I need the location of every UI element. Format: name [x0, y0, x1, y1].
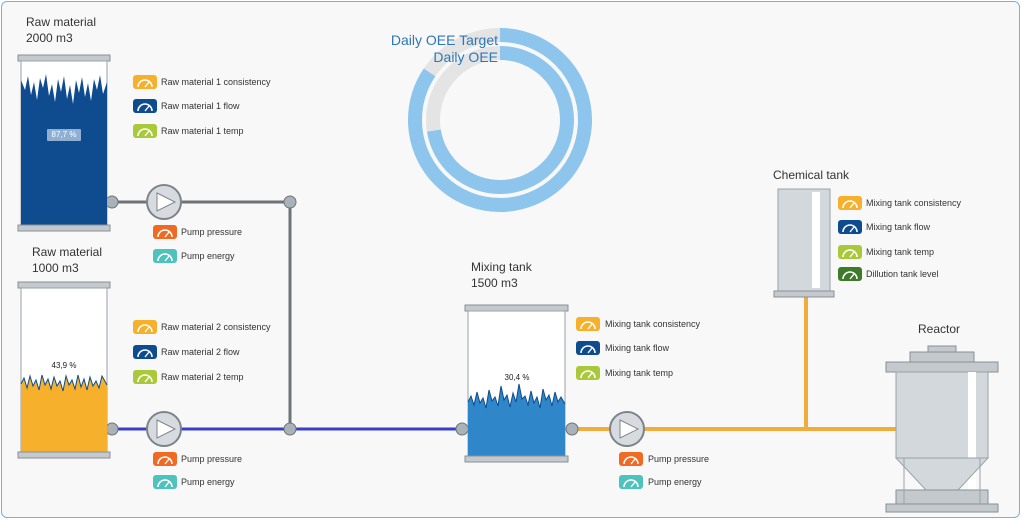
reactor-foot — [885, 503, 999, 513]
pressure-gauge-icon[interactable] — [619, 452, 643, 466]
consistency-gauge-icon[interactable] — [133, 75, 157, 89]
oee-target-label: Daily OEE Target — [390, 32, 498, 48]
raw1-flow-label: Raw material 1 flow — [161, 101, 240, 111]
raw1-volume: 2000 m3 — [26, 31, 73, 45]
chemical-tank[interactable] — [773, 188, 835, 298]
pipe-joints — [105, 195, 579, 436]
tank-liquid-edge — [20, 374, 108, 392]
pump-1[interactable] — [146, 184, 182, 220]
pressure-gauge-icon[interactable] — [153, 225, 177, 239]
consistency-gauge-icon[interactable] — [133, 320, 157, 334]
pump3-energy-label: Pump energy — [648, 477, 702, 487]
oee-ring-empty — [426, 46, 574, 194]
joint — [105, 195, 119, 209]
chemical-tank-base — [773, 290, 835, 298]
mixing-flow-label: Mixing tank flow — [605, 343, 670, 353]
raw-material-1-tank[interactable] — [17, 54, 111, 232]
tank-cap-top — [17, 281, 111, 289]
tank-liquid — [468, 384, 565, 456]
raw1-level-value: 87,7 % — [47, 129, 81, 141]
oee-label: Daily OEE — [433, 49, 498, 65]
pump-arrow-icon — [619, 419, 640, 439]
flow-gauge-icon[interactable] — [133, 99, 157, 113]
mixing-title: Mixing tank — [471, 260, 532, 274]
reactor[interactable] — [885, 345, 999, 513]
raw2-flow-label: Raw material 2 flow — [161, 347, 240, 357]
chemical-title: Chemical tank — [773, 168, 850, 182]
reactor-base — [895, 489, 989, 505]
temp-gauge-icon[interactable] — [576, 366, 600, 380]
raw2-consistency-label: Raw material 2 consistency — [161, 322, 271, 332]
oee-donut[interactable] — [408, 28, 592, 212]
chemical-tank-body — [777, 188, 831, 292]
tank-liquid-edge — [467, 383, 566, 409]
energy-gauge-icon[interactable] — [619, 475, 643, 489]
tank-cap-bottom — [464, 455, 569, 463]
chemical-tank-highlight — [812, 192, 820, 288]
chemical-consistency-label: Mixing tank consistency — [866, 198, 962, 208]
pump-arrow-icon — [156, 419, 177, 439]
tank-cap-bottom — [17, 451, 111, 459]
pump1-energy-label: Pump energy — [181, 251, 235, 261]
tank-liquid — [21, 74, 107, 225]
consistency-gauge-icon[interactable] — [576, 317, 600, 331]
pump-3[interactable] — [609, 411, 645, 447]
chemical-temp-label: Mixing tank temp — [866, 247, 935, 257]
mixing-level-value: 30,4 % — [504, 373, 530, 382]
raw2-title: Raw material — [32, 245, 103, 259]
joint — [283, 195, 297, 209]
temp-gauge-icon[interactable] — [838, 245, 862, 259]
mixing-volume: 1500 m3 — [471, 276, 518, 290]
pump-arrow-icon — [156, 192, 177, 212]
tank-cap-top — [464, 304, 569, 312]
consistency-gauge-icon[interactable] — [838, 196, 862, 210]
raw2-temp-label: Raw material 2 temp — [161, 372, 244, 382]
mixing-tank[interactable] — [464, 304, 569, 463]
energy-gauge-icon[interactable] — [153, 249, 177, 263]
joint — [283, 422, 297, 436]
pump-2[interactable] — [146, 411, 182, 447]
pump3-pressure-label: Pump pressure — [648, 454, 710, 464]
flow-gauge-icon[interactable] — [133, 345, 157, 359]
pressure-gauge-icon[interactable] — [153, 452, 177, 466]
reactor-highlight — [968, 372, 976, 502]
raw1-temp-label: Raw material 1 temp — [161, 126, 244, 136]
joint — [565, 422, 579, 436]
level-gauge-icon[interactable] — [838, 267, 862, 281]
raw1-title: Raw material — [26, 15, 97, 29]
pump2-pressure-label: Pump pressure — [181, 454, 243, 464]
joint — [105, 422, 119, 436]
flow-gauge-icon[interactable] — [576, 341, 600, 355]
reactor-title: Reactor — [918, 322, 961, 336]
temp-gauge-icon[interactable] — [133, 370, 157, 384]
chemical-flow-label: Mixing tank flow — [866, 222, 931, 232]
reactor-top-cap — [927, 345, 957, 353]
flow-gauge-icon[interactable] — [838, 220, 862, 234]
raw-material-2-tank[interactable] — [17, 281, 111, 459]
mixing-consistency-label: Mixing tank consistency — [605, 319, 701, 329]
tank-cap-top — [17, 54, 111, 62]
pump2-energy-label: Pump energy — [181, 477, 235, 487]
pump1-pressure-label: Pump pressure — [181, 227, 243, 237]
raw1-consistency-label: Raw material 1 consistency — [161, 77, 271, 87]
reactor-top — [909, 351, 975, 363]
mixing-temp-label: Mixing tank temp — [605, 368, 674, 378]
reactor-rim — [885, 361, 999, 373]
tank-cap-bottom — [17, 224, 111, 232]
raw2-level-value: 43,9 % — [51, 361, 77, 370]
chemical-level-label: Dillution tank level — [866, 269, 939, 279]
joint — [455, 422, 469, 436]
tank-liquid — [21, 375, 107, 452]
energy-gauge-icon[interactable] — [153, 475, 177, 489]
oee-target-ring-empty — [408, 28, 592, 212]
temp-gauge-icon[interactable] — [133, 124, 157, 138]
raw2-volume: 1000 m3 — [32, 261, 79, 275]
